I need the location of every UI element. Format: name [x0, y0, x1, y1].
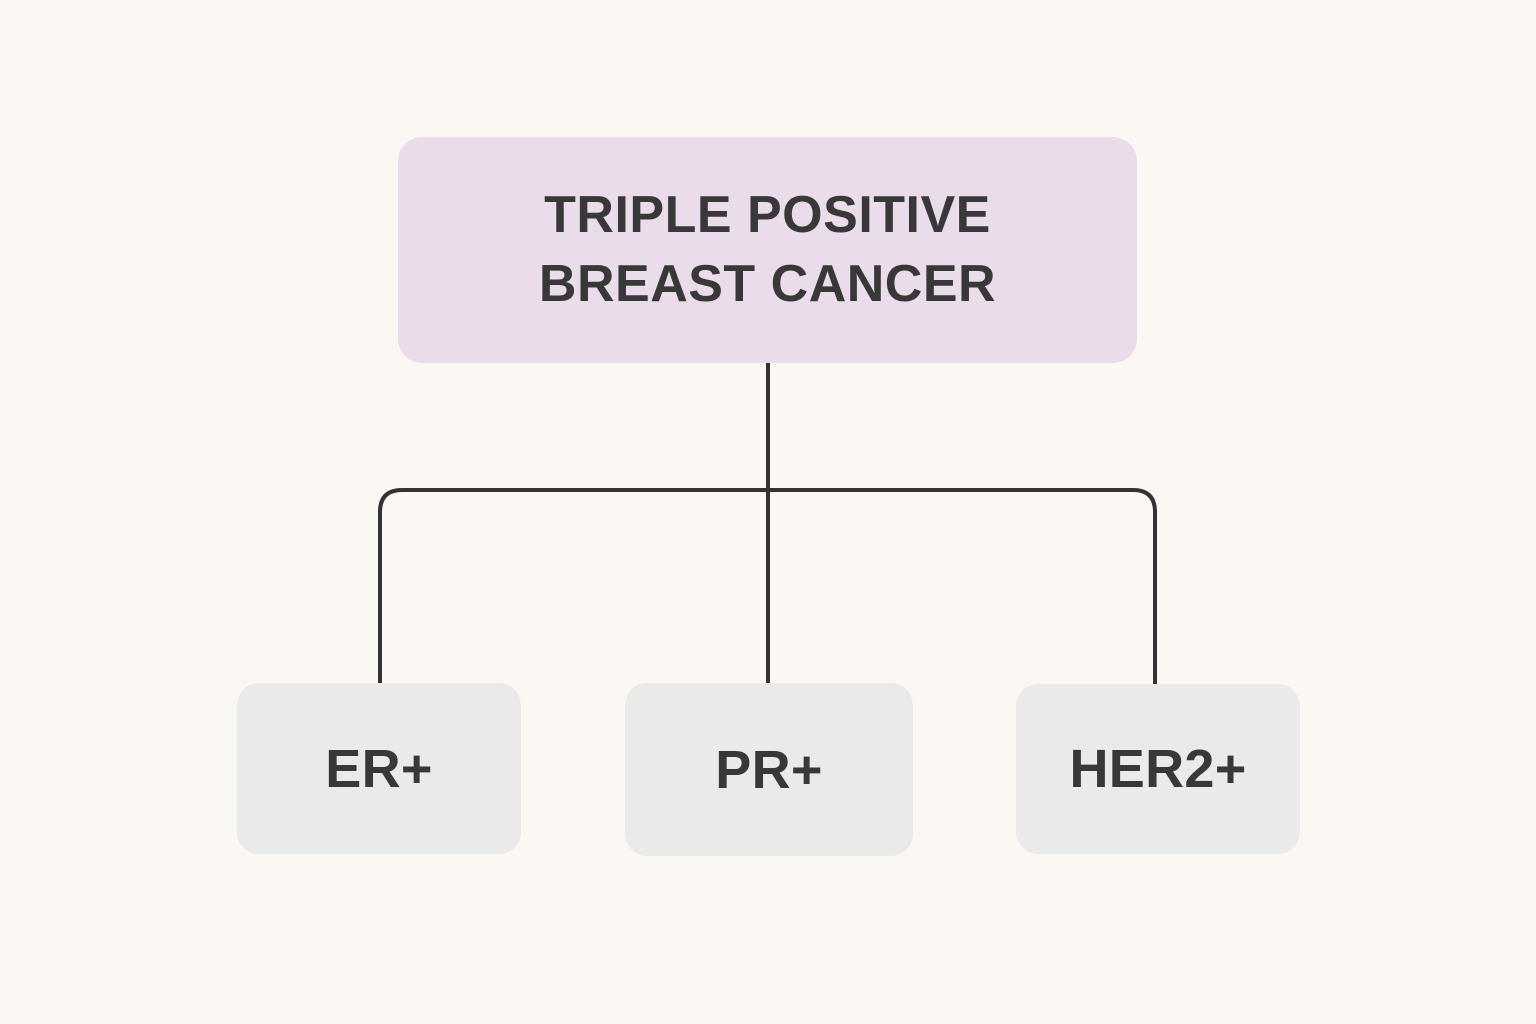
connector-elbow-right-to-her2: [768, 488, 1157, 684]
child-node-label-er: ER+: [325, 738, 433, 799]
child-node-label-pr: PR+: [715, 739, 823, 800]
node-triple-positive-breast-cancer[interactable]: TRIPLE POSITIVE BREAST CANCER: [398, 137, 1137, 363]
child-node-label-her2: HER2+: [1069, 739, 1247, 799]
root-node-label: TRIPLE POSITIVE BREAST CANCER: [538, 186, 997, 313]
node-er-positive[interactable]: ER+: [237, 683, 521, 854]
connector-elbow-left-to-er: [378, 488, 768, 683]
node-pr-positive[interactable]: PR+: [625, 683, 913, 856]
node-her2-positive[interactable]: HER2+: [1016, 684, 1300, 854]
